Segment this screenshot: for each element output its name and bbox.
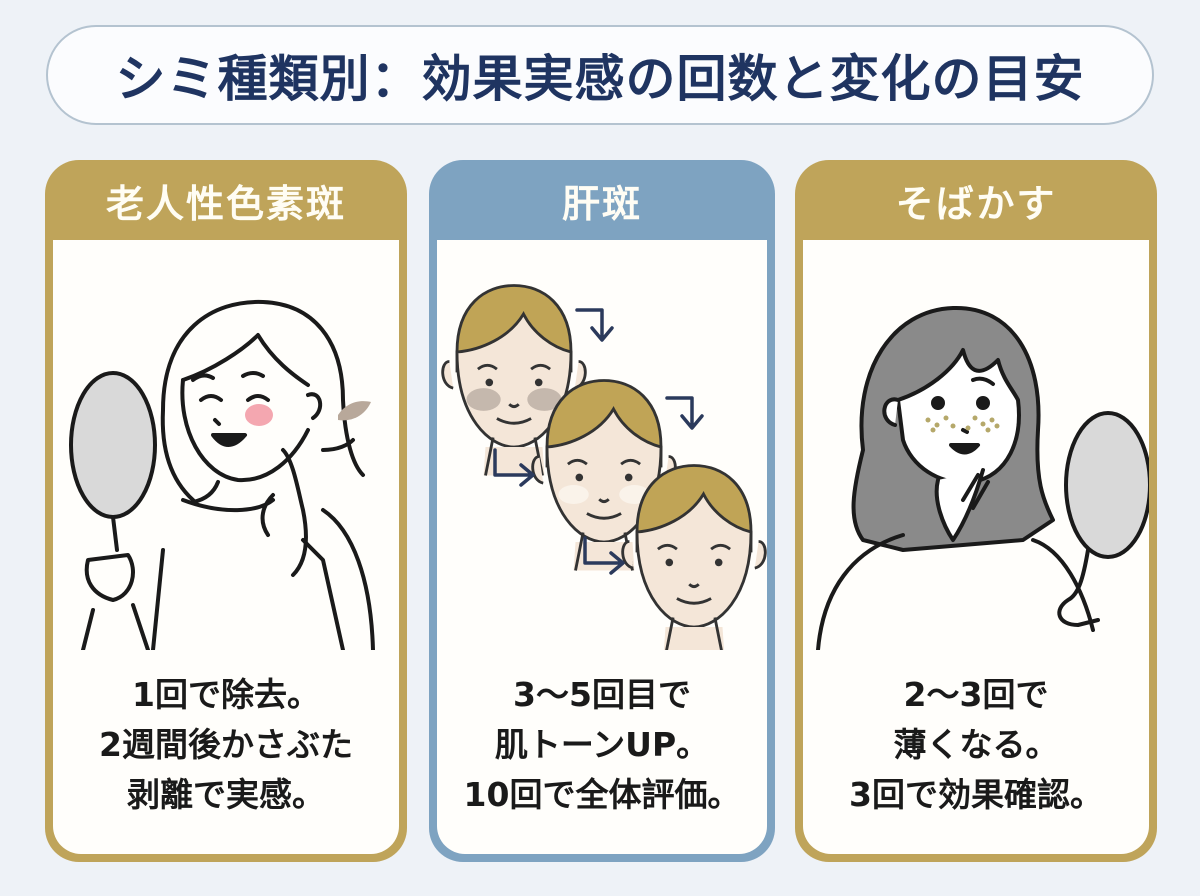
card-melasma: 肝斑 xyxy=(429,160,775,862)
page-title: シミ種類別：効果実感の回数と変化の目安 xyxy=(115,49,1085,108)
description-line: 剥離で実感。 xyxy=(127,775,325,814)
card-body: 1回で除去。 2週間後かさぶた 剥離で実感。 xyxy=(53,240,399,854)
description-line: 2週間後かさぶた xyxy=(99,725,353,764)
card-body: 2〜3回で 薄くなる。 3回で効果確認。 xyxy=(803,240,1149,854)
card-description: 2〜3回で 薄くなる。 3回で効果確認。 xyxy=(803,670,1149,820)
card-description: 3〜5回目で 肌トーンUP。 10回で全体評価。 xyxy=(437,670,767,820)
card-body: 3〜5回目で 肌トーンUP。 10回で全体評価。 xyxy=(437,240,767,854)
description-line: 2〜3回で xyxy=(903,675,1049,714)
woman-mirror-illustration-icon xyxy=(69,299,375,650)
freckles-woman-illustration-icon xyxy=(816,305,1149,650)
description-line: 3回で効果確認。 xyxy=(849,775,1103,814)
card-header: 老人性色素斑 xyxy=(105,181,346,226)
description-line: 1回で除去。 xyxy=(132,675,320,714)
card-header: そばかす xyxy=(895,181,1057,226)
description-line: 肌トーンUP。 xyxy=(494,725,710,764)
card-freckles: そばかす xyxy=(795,160,1157,862)
card-header: 肝斑 xyxy=(561,181,642,226)
card-senile-lentigo: 老人性色素斑 xyxy=(45,160,407,862)
description-line: 薄くなる。 xyxy=(893,725,1059,764)
description-line: 3〜5回目で xyxy=(513,675,691,714)
description-line: 10回で全体評価。 xyxy=(463,775,741,814)
title-banner: シミ種類別：効果実感の回数と変化の目安 xyxy=(46,25,1154,125)
card-description: 1回で除去。 2週間後かさぶた 剥離で実感。 xyxy=(53,670,399,820)
face-progression-illustration-icon xyxy=(441,284,767,650)
